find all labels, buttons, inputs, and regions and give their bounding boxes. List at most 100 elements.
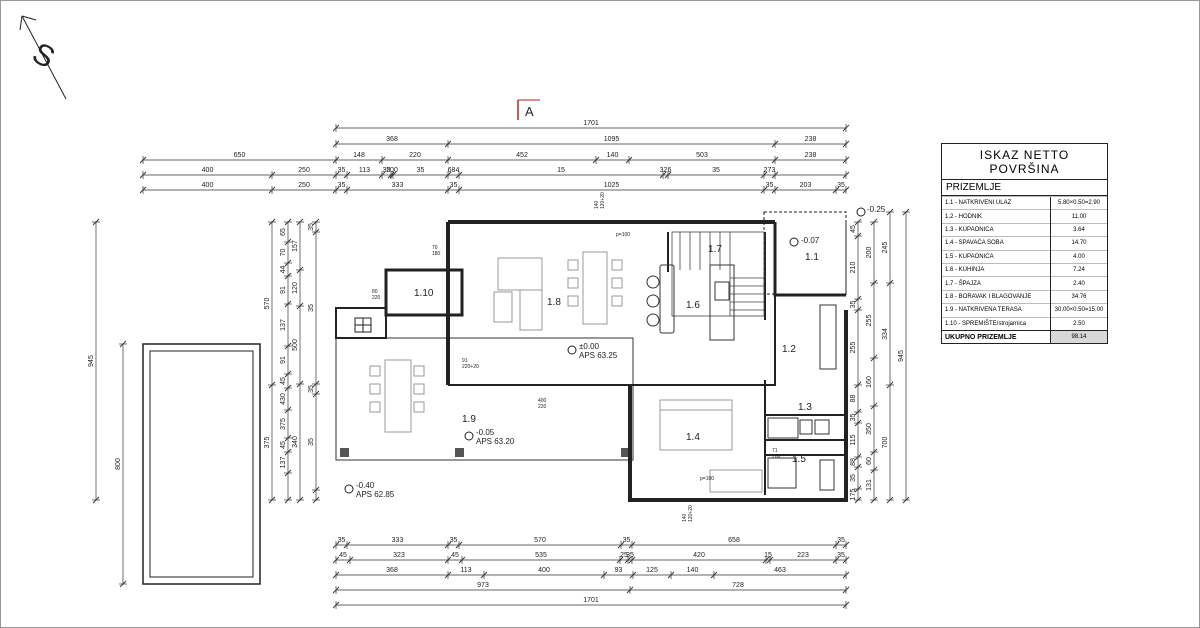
dimension-value: 60	[866, 457, 873, 465]
dimension-value: 88	[850, 458, 857, 466]
pool	[142, 343, 261, 585]
area-table-title-line: POVRŠINA	[989, 162, 1060, 176]
dimension-value: 35	[338, 182, 346, 189]
dimension-value: 45	[451, 552, 459, 559]
dimension-value: 140	[607, 152, 619, 159]
area-total-label: UKUPNO PRIZEMLJE	[942, 329, 1051, 344]
level-marker-icon	[856, 207, 866, 217]
bedroom-furniture	[659, 399, 763, 493]
dimension-value: 45	[339, 552, 347, 559]
dimension-value: 945	[88, 355, 95, 367]
area-row-label: 1.4 - SPAVAĆA SOBA	[942, 236, 1051, 251]
terrace-furniture	[369, 359, 425, 433]
dimension-value: 210	[850, 262, 857, 274]
dimension-value: 400	[538, 567, 550, 574]
dimension-value: 368	[386, 136, 398, 143]
dimension-value: 1095	[604, 136, 620, 143]
dimension-value: 333	[392, 182, 404, 189]
dimension-value: 973	[477, 582, 489, 589]
dimension-value: 45	[280, 441, 287, 449]
dimension-value: 35	[766, 182, 774, 189]
dimension-value: 35	[850, 414, 857, 422]
level-marker-icon	[464, 431, 474, 441]
dimension-value: 25	[620, 552, 628, 559]
dimension-value: 148	[353, 152, 365, 159]
dimension-value: 35	[308, 223, 315, 231]
area-row-label: 1.6 - KUHINJA	[942, 262, 1051, 277]
area-row-label: 1.5 - KUPAONICA	[942, 249, 1051, 264]
dimension-value: 375	[280, 418, 287, 430]
level-aps: APS 63.25	[579, 351, 618, 360]
dimension-value: 137	[280, 319, 287, 331]
area-row-label: 1.7 - ŠPAJZA	[942, 276, 1051, 291]
dimension-value: 326	[660, 167, 672, 174]
window-label: 140120+20	[682, 505, 694, 522]
area-table: ISKAZ NETTO POVRŠINA PRIZEMLJE 1.1 - NAT…	[941, 143, 1108, 345]
dimension-value: 375	[264, 437, 271, 449]
dimension-value: 728	[732, 582, 744, 589]
area-row-label: 1.3 - KUPAONICA	[942, 222, 1051, 237]
dimension-value: 255	[850, 342, 857, 354]
dimension-value: 200	[386, 167, 398, 174]
dimension-value: 35	[837, 552, 845, 559]
level-value: ±0.00	[579, 342, 600, 351]
area-row-value: 14.70	[1050, 236, 1107, 251]
dimension-value: 35	[417, 167, 425, 174]
dimension-value: 45	[850, 225, 857, 233]
dimension-value: 400	[202, 182, 214, 189]
dimension-value: 160	[866, 376, 873, 388]
dimension-value: 684	[448, 167, 460, 174]
area-table-title-line: ISKAZ NETTO	[979, 148, 1070, 162]
room-label: 1.2	[782, 344, 796, 355]
dimension-value: 15	[557, 167, 565, 174]
room-label: 1.3	[798, 402, 812, 413]
dimension-value: 91	[280, 286, 287, 294]
dimension-value: 220	[409, 152, 421, 159]
storage-room	[335, 268, 464, 339]
dimension-value: 223	[797, 552, 809, 559]
dimension-value: 250	[298, 182, 310, 189]
area-row-value: 3.64	[1050, 222, 1107, 237]
north-arrow-icon: S	[19, 15, 67, 100]
dimension-value: 35	[308, 438, 315, 446]
area-row-label: 1.8 - BORAVAK I BLAGOVANJE	[942, 289, 1051, 304]
dimension-value: 245	[882, 242, 889, 254]
level-value: -0.05	[476, 428, 495, 437]
dimension-value: 333	[392, 537, 404, 544]
dimension-value: 35	[308, 385, 315, 393]
dimension-value: 35	[450, 182, 458, 189]
dimension-value: 535	[535, 552, 547, 559]
room-label: 1.1	[805, 252, 819, 263]
dimension-value: 44	[280, 266, 287, 274]
area-row-value: 4.00	[1050, 249, 1107, 264]
room-labels: 1.1 1.2 1.3 1.4 1.5 1.6 1.7 1.8 1.9 1.10	[414, 244, 819, 465]
dimension-value: 120	[292, 282, 299, 294]
dimension-value: 430	[280, 393, 287, 405]
door-label: p=100	[700, 476, 714, 482]
dimension-value: 35	[338, 167, 346, 174]
level-marker-icon	[344, 484, 354, 494]
dimension-value: 238	[805, 136, 817, 143]
level-value: -0.25	[867, 205, 886, 214]
dimension-value: 255	[866, 315, 873, 327]
area-total-value: 98.14	[1050, 329, 1107, 344]
area-row-value: 30.00×0.50=15.00	[1050, 303, 1107, 318]
dimension-value: 500	[292, 339, 299, 351]
level-aps: APS 63.20	[476, 437, 515, 446]
dimension-value: 15	[764, 552, 772, 559]
room-label: 1.8	[547, 297, 561, 308]
